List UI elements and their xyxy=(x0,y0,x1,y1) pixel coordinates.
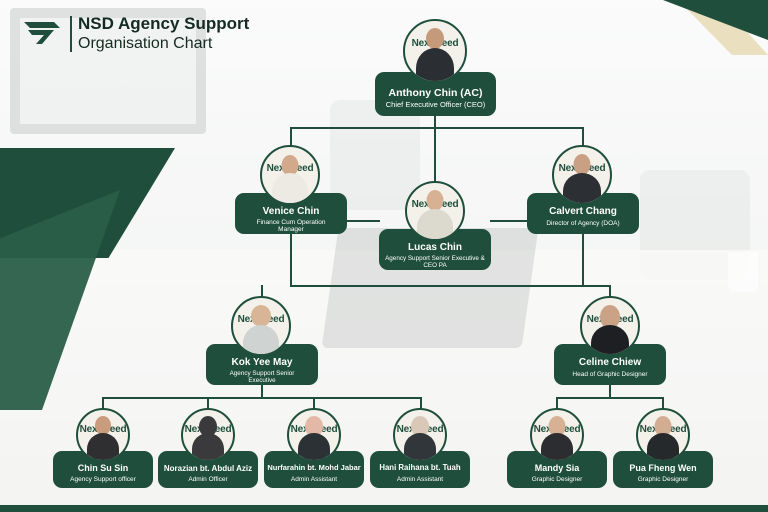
connector-line xyxy=(290,234,292,286)
connector-line xyxy=(556,397,663,399)
person-name: Pua Fheng Wen xyxy=(629,463,697,473)
avatar: NexSpeed xyxy=(260,145,320,205)
avatar: NexSpeed xyxy=(181,408,235,462)
person-role: Agency Support officer xyxy=(70,476,136,484)
person-name: Venice Chin xyxy=(262,206,320,217)
connector-line xyxy=(102,397,104,411)
connector-line xyxy=(609,384,611,398)
connector-line xyxy=(290,127,583,129)
connector-line xyxy=(102,397,421,399)
person-name: Kok Yee May xyxy=(231,357,293,368)
person-name: Norazian bt. Abdul Aziz xyxy=(163,464,253,473)
connector-line xyxy=(582,234,584,286)
connector-line xyxy=(290,127,292,147)
avatar: NexSpeed xyxy=(636,408,690,462)
connector-line xyxy=(434,127,436,182)
connector-line xyxy=(490,220,528,222)
person-role: Agency Support Senior Executive xyxy=(229,369,295,384)
avatar: NexSpeed xyxy=(405,181,465,241)
person-name: Calvert Chang xyxy=(549,206,617,217)
connector-line xyxy=(261,285,263,299)
avatar: NexSpeed xyxy=(76,408,130,462)
person-role: Graphic Designer xyxy=(531,476,583,484)
header-divider xyxy=(70,16,72,52)
connector-line xyxy=(207,397,209,411)
avatar: NexSpeed xyxy=(530,408,584,462)
person-role: Graphic Designer xyxy=(637,476,689,484)
connector-line xyxy=(313,397,315,411)
page-subtitle: Organisation Chart xyxy=(78,35,213,52)
page-title: NSD Agency Support xyxy=(78,14,250,33)
connector-line xyxy=(261,384,263,398)
person-role: Head of Graphic Designer xyxy=(572,370,648,378)
connector-line xyxy=(582,127,584,147)
connector-line xyxy=(556,397,558,411)
person-role: Agency Support Senior Executive & CEO PA xyxy=(385,254,485,269)
org-card-admin-officer[interactable]: Norazian bt. Abdul Aziz Admin Officer xyxy=(158,451,258,488)
avatar: NexSpeed xyxy=(287,408,341,462)
person-name: Anthony Chin (AC) xyxy=(388,87,483,99)
avatar: NexSpeed xyxy=(403,19,467,83)
person-role: Director of Agency (DOA) xyxy=(546,219,620,227)
person-name: Celine Chiew xyxy=(578,357,642,368)
person-name: Chin Su Sin xyxy=(77,463,129,473)
person-name: Nurfarahin bt. Mohd Jabar xyxy=(267,463,361,472)
avatar: NexSpeed xyxy=(231,296,291,356)
person-name: Hani Raihana bt. Tuah xyxy=(379,463,461,472)
person-role: Admin Officer xyxy=(188,476,228,484)
avatar: NexSpeed xyxy=(552,145,612,205)
avatar: NexSpeed xyxy=(580,296,640,356)
person-name: Mandy Sia xyxy=(534,463,580,473)
person-role: Admin Assistant xyxy=(396,475,444,483)
person-role: Finance Cum Operation Manager xyxy=(256,218,326,233)
person-role: Admin Assistant xyxy=(290,475,338,483)
connector-line xyxy=(609,285,611,299)
person-role: Chief Executive Officer (CEO) xyxy=(385,100,486,110)
connector-line xyxy=(290,285,610,287)
connector-line xyxy=(420,397,422,411)
org-card-head-graphic-designer[interactable]: Celine Chiew Head of Graphic Designer xyxy=(554,344,666,385)
company-logo-icon xyxy=(24,22,60,44)
connector-line xyxy=(434,116,436,128)
connector-line xyxy=(662,397,664,411)
connector-line xyxy=(346,220,380,222)
bottom-bar xyxy=(0,505,768,512)
avatar: NexSpeed xyxy=(393,408,447,462)
person-name: Lucas Chin xyxy=(408,242,462,253)
